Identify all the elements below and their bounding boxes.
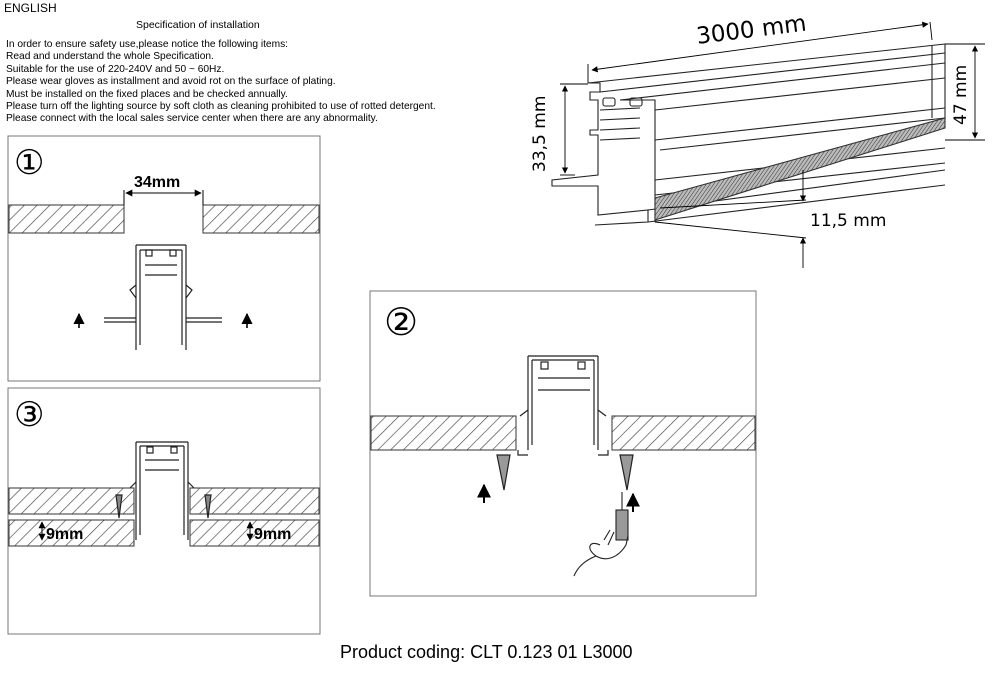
instruction-item: Please wear gloves as installment and av… [6,76,336,88]
cutout-width: 34mm [134,174,180,191]
specification-title: Specification of installation [136,19,260,31]
step-3-panel: ③ 9mm 9mm [7,387,321,635]
step-3-number: ③ [14,396,44,434]
screwdriver-hand-icon [573,492,629,577]
language-label: ENGLISH [4,1,57,15]
step-1-panel: ① 34mm [7,135,321,382]
instruction-item: Read and understand the whole Specificat… [6,51,214,63]
installed-profile [115,441,212,540]
instruction-item: In order to ensure safety use,please not… [6,39,289,50]
step-1-number: ① [14,144,44,182]
height-dimension: 47 mm [951,65,971,125]
profile-cross-section [104,244,222,350]
step-2-panel: ② [369,290,757,597]
instruction-item: Please connect with the local sales serv… [6,113,378,125]
length-dimension: 3000 mm [695,11,808,50]
profile-dimensions [560,21,985,268]
flange-dimension: 11,5 mm [810,211,886,231]
instruction-list: In order to ensure safety use,please not… [6,39,436,126]
product-coding: Product coding: CLT 0.123 01 L3000 [340,642,633,662]
profile-3d-view [551,43,946,226]
inner-height-dimension: 33,5 mm [530,96,550,172]
step-2-number: ② [384,302,418,344]
instruction-item: Must be installed on the fixed places an… [6,88,288,100]
right-thickness: 9mm [254,526,291,543]
left-thickness: 9mm [46,526,83,543]
profile-insertion [496,355,634,491]
instruction-item: Please turn off the lighting source by s… [6,101,436,113]
instruction-item: Suitable for the use of 220-240V and 50 … [6,63,225,75]
